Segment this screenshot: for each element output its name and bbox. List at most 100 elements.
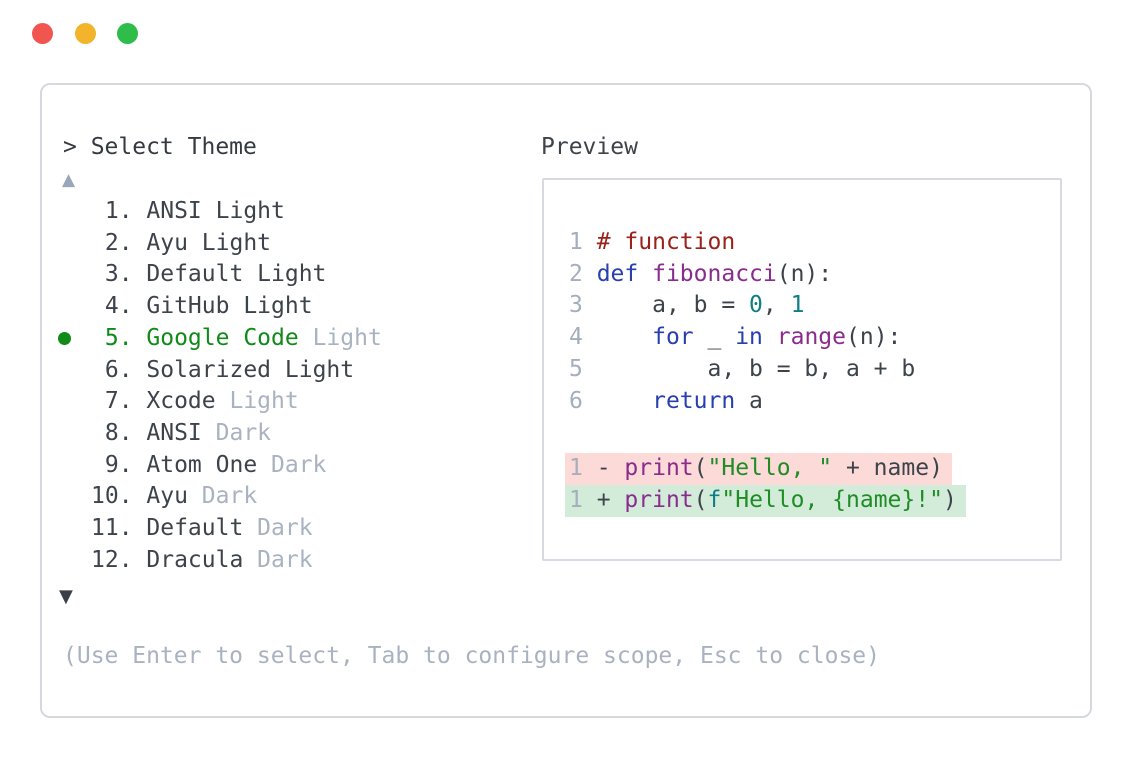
theme-option-github-light[interactable]: 4. GitHub Light — [58, 291, 382, 323]
token-pl: ) — [942, 486, 957, 513]
theme-name: ANSI — [146, 419, 216, 446]
theme-option-ayu-dark[interactable]: 10. Ayu Dark — [58, 481, 382, 513]
theme-number: 8. — [91, 419, 147, 446]
preview-label: Preview — [541, 134, 638, 160]
diff-line-added: 1 + print(f"Hello, {name}!") — [565, 484, 966, 517]
token-fn: range — [776, 324, 846, 351]
theme-variant: Light — [229, 388, 299, 415]
token-pl — [597, 324, 652, 350]
theme-name: Xcode — [146, 388, 230, 415]
scroll-down-icon[interactable]: ▼ — [59, 586, 73, 607]
diff-line-added-highlight: 1 + print(f"Hello, {name}!") — [565, 484, 966, 517]
theme-number: 4. — [91, 293, 147, 320]
theme-number: 6. — [91, 356, 147, 383]
theme-option-google-code-light[interactable]: 5. Google Code Light — [58, 323, 382, 355]
theme-option-ayu-light[interactable]: 2. Ayu Light — [58, 228, 382, 260]
token-kw: for — [652, 324, 694, 351]
token-fn: fibonacci — [652, 260, 777, 287]
close-window-icon[interactable] — [32, 23, 53, 44]
token-kw: def — [596, 260, 639, 287]
token-pl: ( — [693, 455, 708, 482]
theme-option-dracula-dark[interactable]: 12. Dracula Dark — [58, 545, 382, 577]
theme-number: 7. — [91, 388, 147, 415]
token-ln: 1 — [569, 229, 597, 255]
keyboard-hint: (Use Enter to select, Tab to configure s… — [63, 643, 880, 669]
token-pl — [597, 388, 652, 414]
token-cm: # function — [596, 229, 736, 255]
code-line-5: 5 a, b = b, a + b — [569, 354, 966, 386]
theme-name: Default — [146, 515, 258, 542]
theme-number: 11. — [91, 515, 147, 542]
theme-name: Atom One — [146, 451, 272, 478]
code-line-3: 3 a, b = 0, 1 — [569, 290, 966, 322]
diff-line-removed: 1 - print("Hello, " + name) — [565, 453, 966, 485]
code-line-2: 2 def fibonacci(n): — [569, 259, 966, 291]
theme-name: GitHub — [146, 293, 244, 320]
theme-option-default-dark[interactable]: 11. Default Dark — [58, 513, 382, 545]
theme-selector-panel: > Select Theme ▲ 1. ANSI Light 2. Ayu Li… — [40, 83, 1092, 718]
theme-name: Google Code — [146, 324, 313, 351]
token-pl: (n): — [776, 260, 833, 287]
token-str: "Hello, " — [707, 455, 833, 482]
theme-variant: Dark — [215, 419, 272, 446]
theme-number: 10. — [91, 483, 147, 510]
token-ln: 3 — [569, 292, 597, 319]
token-pl: + — [582, 486, 625, 513]
code-line-1: 1 # function — [569, 227, 966, 259]
theme-variant: Light — [243, 293, 313, 320]
theme-name: Default — [146, 261, 258, 288]
theme-name: ANSI — [146, 198, 216, 224]
token-ln: 1 — [569, 486, 583, 513]
theme-option-xcode-light[interactable]: 7. Xcode Light — [58, 386, 382, 418]
theme-option-atom-one-dark[interactable]: 9. Atom One Dark — [58, 450, 382, 482]
theme-number: 9. — [91, 451, 147, 478]
maximize-window-icon[interactable] — [117, 23, 138, 44]
theme-number: 2. — [91, 229, 147, 256]
code-line-4: 4 for _ in range(n): — [569, 322, 966, 354]
token-pl: a, b = — [596, 292, 750, 319]
theme-number: 1. — [91, 198, 147, 224]
theme-variant: Dark — [271, 451, 327, 478]
token-kw: in — [735, 324, 763, 351]
token-ln: 2 — [569, 260, 597, 287]
theme-name: Ayu — [146, 229, 202, 256]
code-blank-line — [569, 417, 966, 453]
token-ln: 1 — [569, 455, 583, 482]
token-pl: ( — [693, 486, 708, 513]
theme-number: 12. — [91, 546, 147, 573]
theme-variant: Light — [284, 356, 355, 383]
theme-option-solarized-light[interactable]: 6. Solarized Light — [58, 355, 382, 387]
selected-bullet-icon — [58, 331, 71, 345]
minimize-window-icon[interactable] — [75, 23, 96, 44]
theme-name: Solarized — [146, 356, 285, 383]
token-pl: (n): — [846, 324, 902, 351]
token-ln: 4 — [569, 324, 597, 351]
theme-option-default-light[interactable]: 3. Default Light — [58, 259, 382, 291]
scroll-up-icon[interactable]: ▲ — [62, 170, 76, 190]
theme-variant: Light — [215, 198, 285, 224]
token-lit: 0 — [749, 292, 763, 319]
token-str: "Hello, {name}!" — [721, 486, 943, 513]
theme-variant: Dark — [257, 515, 313, 542]
token-pl: , — [762, 292, 791, 319]
theme-variant: Light — [201, 229, 272, 256]
token-lit: 1 — [790, 292, 805, 319]
theme-number: 3. — [91, 261, 147, 288]
token-fn: print — [624, 486, 694, 513]
token-pl: a, b = b, a + b — [596, 355, 916, 382]
theme-option-ansi-light[interactable]: 1. ANSI Light — [58, 196, 382, 228]
theme-option-ansi-dark[interactable]: 8. ANSI Dark — [58, 418, 382, 450]
select-theme-prompt: > Select Theme — [63, 134, 257, 160]
theme-variant: Dark — [257, 546, 313, 573]
theme-list: 1. ANSI Light 2. Ayu Light 3. Default Li… — [58, 196, 382, 576]
token-pl: - — [582, 455, 625, 482]
diff-line-removed-highlight: 1 - print("Hello, " + name) — [565, 453, 952, 485]
token-ln: 6 — [569, 387, 597, 414]
token-pl — [763, 324, 777, 350]
token-pl: + name) — [832, 455, 943, 482]
token-lit: f — [707, 486, 722, 513]
token-kw: return — [652, 387, 736, 414]
token-ln: 5 — [569, 355, 597, 382]
